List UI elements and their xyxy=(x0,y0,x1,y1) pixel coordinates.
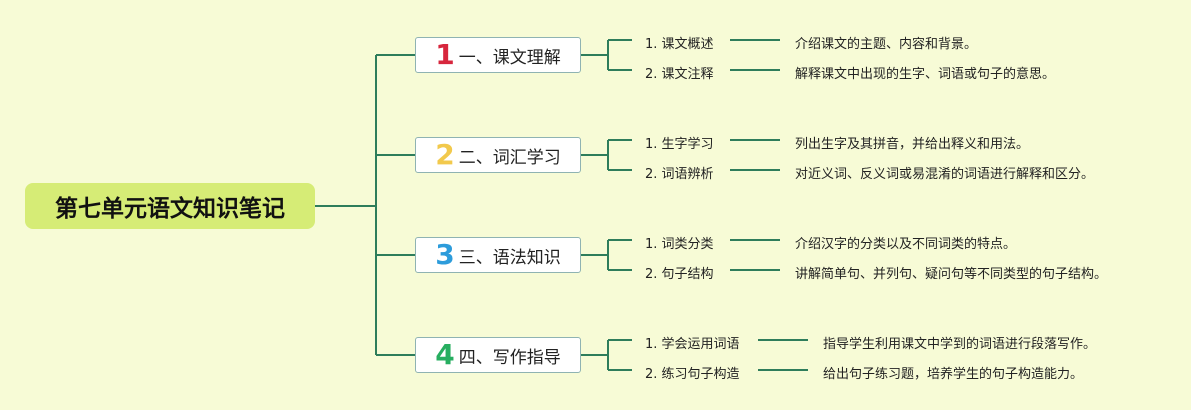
subtopic-description: 讲解简单句、并列句、疑问句等不同类型的句子结构。 xyxy=(795,267,1108,282)
subtopic-label[interactable]: 2. 词语辨析 xyxy=(645,167,714,182)
subtopic-label[interactable]: 2. 课文注释 xyxy=(645,67,714,82)
branch-number: 2 xyxy=(435,138,455,171)
subtopic-description: 介绍汉字的分类以及不同词类的特点。 xyxy=(795,237,1017,252)
subtopic-label[interactable]: 1. 生字学习 xyxy=(645,137,714,152)
subtopic-label[interactable]: 1. 课文概述 xyxy=(645,37,714,52)
branch-3[interactable]: 3 三、语法知识 xyxy=(415,237,581,273)
branch-2[interactable]: 2 二、词汇学习 xyxy=(415,137,581,173)
subtopic-label[interactable]: 1. 学会运用词语 xyxy=(645,337,740,352)
subtopic-label[interactable]: 2. 句子结构 xyxy=(645,267,714,282)
subtopic-label[interactable]: 2. 练习句子构造 xyxy=(645,367,740,382)
subtopic-description: 介绍课文的主题、内容和背景。 xyxy=(795,37,978,52)
branch-4[interactable]: 4 四、写作指导 xyxy=(415,337,581,373)
subtopic-description: 给出句子练习题，培养学生的句子构造能力。 xyxy=(823,367,1084,382)
subtopic-description: 列出生字及其拼音，并给出释义和用法。 xyxy=(795,137,1030,152)
branch-title: 四、写作指导 xyxy=(458,347,561,368)
branch-1[interactable]: 1 一、课文理解 xyxy=(415,37,581,73)
branch-number: 1 xyxy=(435,38,455,71)
subtopic-description: 解释课文中出现的生字、词语或句子的意思。 xyxy=(795,67,1056,82)
subtopic-description: 对近义词、反义词或易混淆的词语进行解释和区分。 xyxy=(795,167,1095,182)
root-title: 第七单元语文知识笔记 xyxy=(55,196,285,222)
branch-number: 4 xyxy=(435,338,455,371)
subtopic-description: 指导学生利用课文中学到的词语进行段落写作。 xyxy=(823,337,1097,352)
branch-title: 一、课文理解 xyxy=(458,47,561,68)
branch-title: 二、词汇学习 xyxy=(458,147,561,168)
subtopic-label[interactable]: 1. 词类分类 xyxy=(645,237,714,252)
root-topic[interactable]: 第七单元语文知识笔记 xyxy=(25,183,315,229)
branch-number: 3 xyxy=(435,238,455,271)
branch-title: 三、语法知识 xyxy=(458,247,561,268)
